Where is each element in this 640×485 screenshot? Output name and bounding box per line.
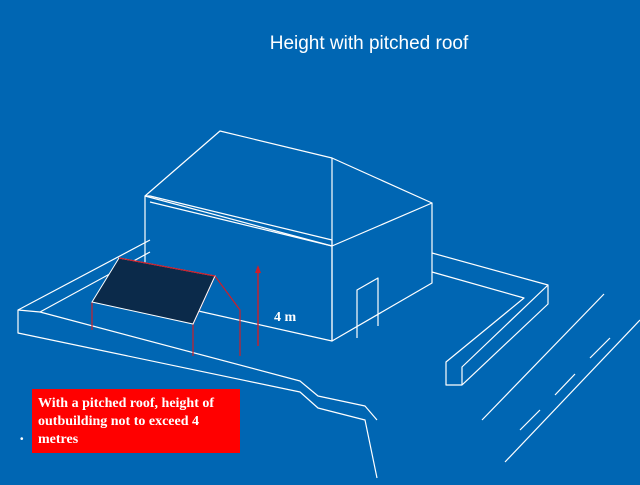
road-centre-dash-2 [554,373,576,396]
house-eaves-line [149,201,333,247]
road-centre-dash-1 [589,337,611,359]
height-dimension-label: 4 m [274,310,297,325]
house-eaves [145,195,333,246]
right-wall-outer [431,252,549,386]
outbuilding-roof [91,257,216,325]
road-edge-2 [504,319,640,463]
height-rule-note: With a pitched roof, height of outbuildi… [32,389,240,453]
road-centre-dash-3 [519,409,541,431]
boundary-wall-top-edge [17,309,41,313]
house-end-wall [331,202,433,342]
outbuilding-ridge [118,257,216,277]
right-wall-inner [461,284,549,385]
house-roof [144,130,433,204]
road-edge-1 [481,293,605,421]
house-door [356,277,379,338]
page-title: Height with pitched roof [269,33,469,54]
boundary-wall-inner [39,251,378,421]
bullet-point: • [20,434,24,445]
height-arrow-head [255,265,261,273]
